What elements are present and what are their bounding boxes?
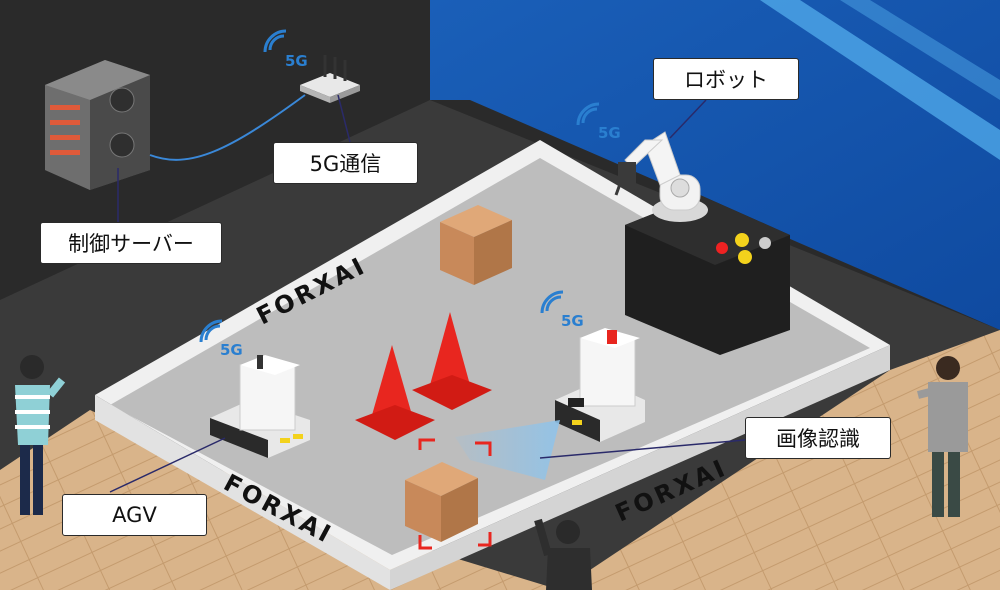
callout-image-recognition: 画像認識 [745,417,891,459]
badge-5g-robot-text: 5G [598,124,621,142]
control-server [45,60,150,190]
badge-5g-agv-right-text: 5G [561,312,584,330]
callout-5g-comm: 5G通信 [273,142,418,184]
callout-control-server: 制御サーバー [40,222,222,264]
callout-agv: AGV [62,494,207,536]
badge-5g-router-text: 5G [285,52,308,70]
badge-5g-agv-left-text: 5G [220,341,243,359]
callout-robot: ロボット [653,58,799,100]
